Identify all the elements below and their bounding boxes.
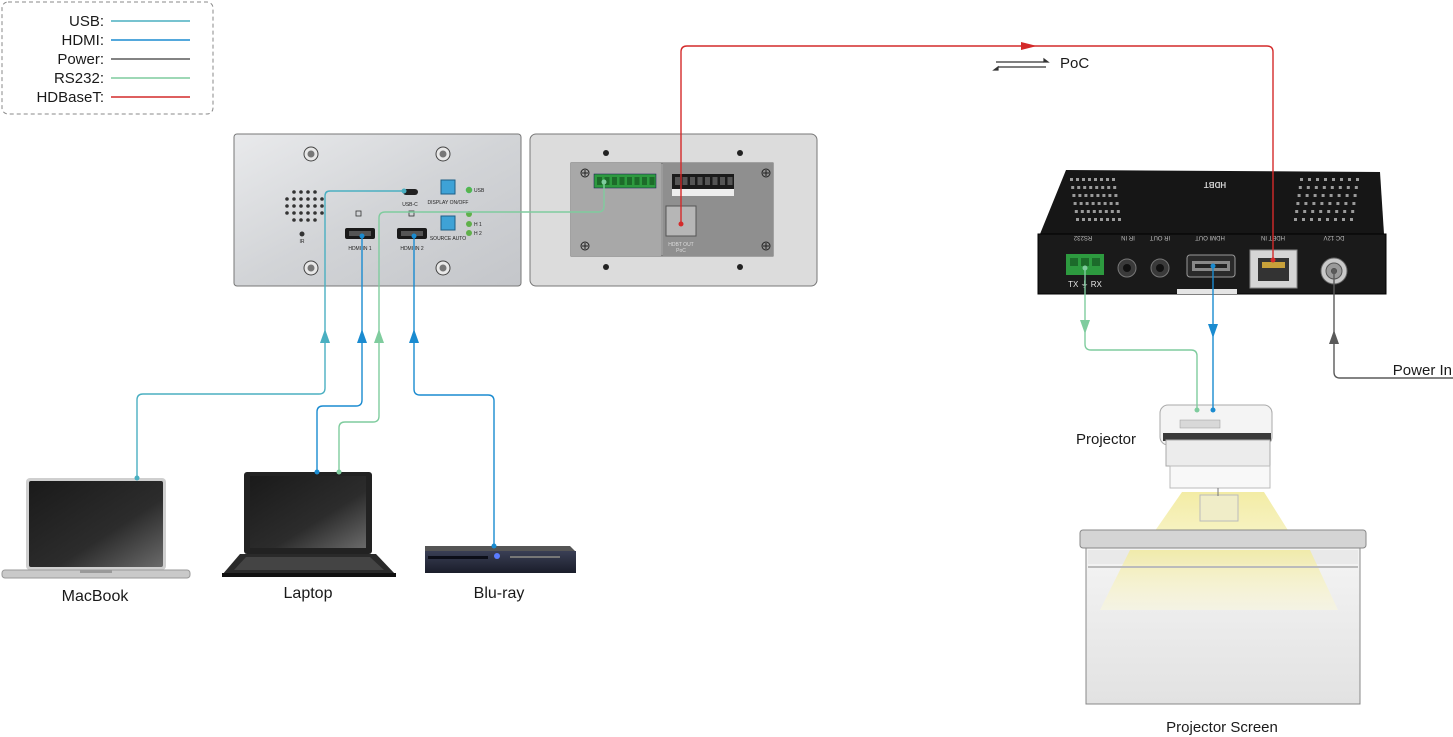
- arrow-icon: [374, 329, 384, 343]
- poc-label: PoC: [1060, 55, 1089, 72]
- rj45-port-icon: [1249, 249, 1298, 289]
- screw-icon: [435, 146, 451, 162]
- macbook-icon: [1, 478, 191, 579]
- arrow-icon: [1208, 324, 1218, 338]
- wallplate-front: IR USB-C HDMI IN 1 HDMI IN 2 DISPLAY ON/…: [233, 133, 522, 287]
- h2-led-icon: [466, 230, 472, 236]
- legend-label: USB:: [69, 13, 104, 30]
- hdmi-port-icon: [397, 228, 427, 239]
- projector-label: Projector: [1076, 431, 1136, 448]
- legend-box: [1, 1, 214, 115]
- usb-c-label: USB-C: [402, 202, 418, 208]
- hdmi-in2-label: HDMI IN 2: [400, 246, 424, 252]
- arrow-icon: [409, 329, 419, 343]
- h2-led-label: H 2: [474, 231, 482, 237]
- wallplate-back: HDBT OUT PoC: [529, 133, 818, 287]
- hdbaset-cable: [680, 45, 1274, 260]
- projector-screen-icon: [1079, 529, 1367, 705]
- speaker-grille-icon: [285, 190, 324, 222]
- hdbt-out-label: HDBT OUT: [668, 242, 693, 248]
- legend-label: HDBaseT:: [36, 89, 104, 106]
- vent-holes-icon: [1070, 178, 1359, 221]
- legend-label: RS232:: [54, 70, 104, 87]
- legend-label: HDMI:: [62, 32, 105, 49]
- ir-label: IR: [300, 239, 305, 245]
- screw-icon: [435, 260, 451, 276]
- hdmi-out-port-label: HDMI OUT: [1195, 234, 1225, 240]
- hdmi-cable: [316, 236, 363, 472]
- hdbt-poc-label: PoC: [676, 248, 686, 254]
- dc-port-label: DC 12V: [1323, 234, 1344, 240]
- arrow-icon: [1021, 42, 1037, 50]
- usb-led-label: USB: [474, 188, 485, 194]
- ir-out-jack-icon: [1150, 258, 1170, 278]
- macbook-label: MacBook: [62, 588, 130, 605]
- h1-led-label: H 1: [474, 222, 482, 228]
- source-button[interactable]: [440, 215, 456, 231]
- ir-in-port-label: IR IN: [1121, 234, 1135, 240]
- display-button-label: DISPLAY ON/OFF: [428, 200, 469, 206]
- hdbaset-receiver: HDBT RS232 IR IN IR OUT HDMI OUT HDBT IN…: [1037, 170, 1387, 295]
- usb-cable: [136, 190, 404, 478]
- rs232-cable: [1084, 268, 1198, 410]
- display-button[interactable]: [440, 179, 456, 195]
- hdmi-cable: [413, 236, 495, 546]
- usb-c-port-icon: [403, 189, 418, 195]
- screw-icon: [303, 146, 319, 162]
- projector-screen-label: Projector Screen: [1166, 719, 1278, 736]
- hdmi-in1-label: HDMI IN 1: [348, 246, 372, 252]
- arrow-icon: [357, 329, 367, 343]
- arrow-icon: [320, 329, 330, 343]
- screw-icon: [303, 260, 319, 276]
- bidirectional-arrow-icon: [992, 57, 1050, 71]
- source-button-label: SOURCE AUTO: [430, 236, 466, 242]
- power-cable: [1333, 271, 1453, 379]
- h1-led-icon: [466, 221, 472, 227]
- bluray-player-icon: [425, 546, 576, 573]
- ir-in-jack-icon: [1117, 258, 1137, 278]
- rs232-cable: [338, 182, 605, 472]
- laptop-icon: [222, 472, 396, 577]
- power-in-label: Power In: [1393, 362, 1452, 379]
- bluray-label: Blu-ray: [474, 585, 525, 602]
- ir-sensor-icon: [299, 231, 305, 237]
- hdmi-port-icon: [345, 228, 375, 239]
- usb-led-icon: [465, 186, 473, 194]
- legend-label: Power:: [57, 51, 104, 68]
- rs232-port-label: RS232: [1073, 234, 1092, 240]
- legend: USB: HDMI: Power: RS232: HDBaseT:: [1, 1, 214, 115]
- arrow-icon: [1329, 330, 1339, 344]
- ir-out-port-label: IR OUT: [1150, 234, 1171, 240]
- laptop-label: Laptop: [284, 585, 333, 602]
- arrow-icon: [1080, 320, 1090, 334]
- svg-text:HDBT: HDBT: [1204, 180, 1226, 189]
